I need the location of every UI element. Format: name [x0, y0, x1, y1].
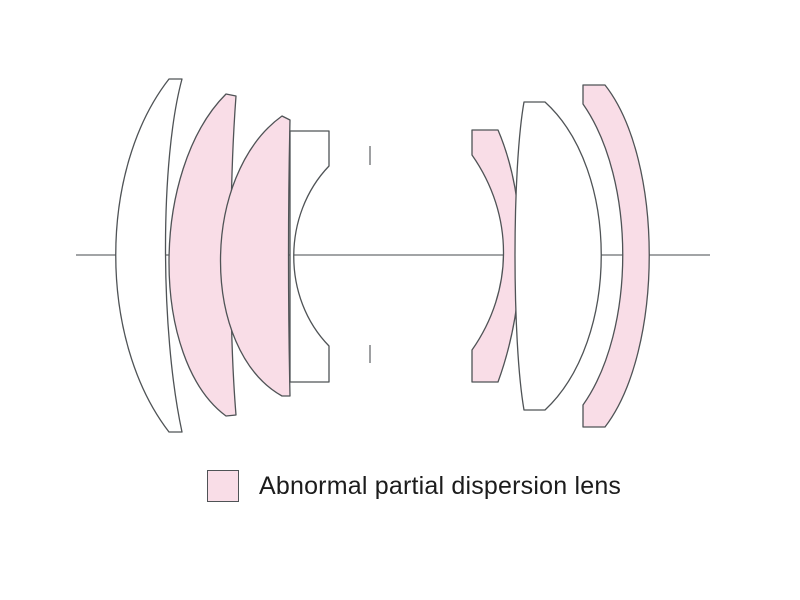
lens-element-rear — [582, 84, 650, 428]
legend-swatch — [207, 470, 239, 502]
legend: Abnormal partial dispersion lens — [207, 469, 621, 503]
lens-element-6 — [514, 101, 602, 411]
legend-label: Abnormal partial dispersion lens — [259, 471, 622, 500]
lens-element-front — [115, 78, 183, 433]
lens-element-3 — [219, 115, 291, 397]
lens-element-5 — [471, 129, 522, 383]
lens-element-4 — [289, 130, 330, 383]
